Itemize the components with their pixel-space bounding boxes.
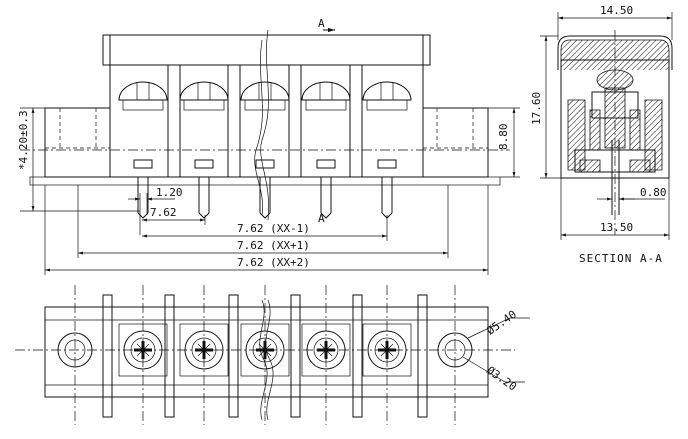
dim-section-width-bottom: 13.50 xyxy=(600,221,633,234)
section-marker-bottom: A xyxy=(318,212,325,225)
section-caption: SECTION A-A xyxy=(579,252,663,265)
dim-overall-1: 7.62 (XX-1) xyxy=(237,222,310,235)
dim-overall-3: 7.62 (XX+2) xyxy=(237,256,310,269)
dim-section-height: 17.60 xyxy=(530,92,543,125)
front-view: A A 1.20 7.62 7.62 (XX-1) 7.62 (XX+1) 7.… xyxy=(17,17,520,275)
section-view: 14.50 17.60 0.80 13.50 SECTION A-A xyxy=(530,4,673,265)
dim-height-right: 8.80 xyxy=(497,124,510,151)
top-view: Ø5.40 Ø3.20 xyxy=(15,285,530,425)
dim-pitch: 7.62 xyxy=(150,206,177,219)
section-marker-top: A xyxy=(318,17,325,30)
dim-pin-width: 1.20 xyxy=(156,186,183,199)
dim-hole-inner: Ø3.20 xyxy=(484,364,519,394)
barrier-strips xyxy=(102,294,428,418)
dim-overall-2: 7.62 (XX+1) xyxy=(237,239,310,252)
barrier-walls xyxy=(167,64,363,178)
dim-height-left: *4.20±0.3 xyxy=(17,110,30,170)
dim-section-width-top: 14.50 xyxy=(600,4,633,17)
dim-section-pin: 0.80 xyxy=(640,186,667,199)
dim-hole-outer: Ø5.40 xyxy=(484,308,519,338)
terminal-screws xyxy=(118,81,412,219)
